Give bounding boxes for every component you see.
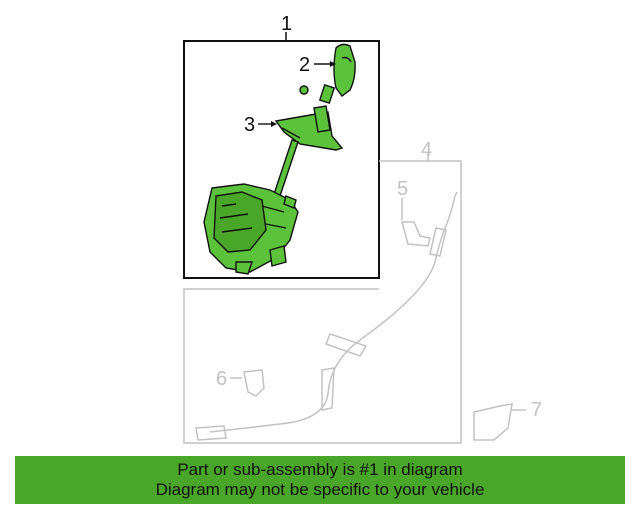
assembly-4-box xyxy=(183,160,462,444)
callout-2-arrowhead xyxy=(330,61,336,67)
banner-line-1: Part or sub-assembly is #1 in diagram xyxy=(177,460,463,479)
shifter-assembly-icon xyxy=(203,139,299,275)
callout-3-label: 3 xyxy=(244,114,255,136)
shift-knob-icon xyxy=(299,43,356,105)
callout-3-arrowhead xyxy=(271,121,277,127)
callout-5-label: 5 xyxy=(397,178,408,200)
callout-1-label: 1 xyxy=(281,13,292,35)
assembly-1-box xyxy=(183,40,380,279)
callout-6-label: 6 xyxy=(216,368,227,390)
ghost-parts xyxy=(183,152,526,444)
callout-2-label: 2 xyxy=(299,54,310,76)
callout-4-label: 4 xyxy=(421,139,432,161)
banner-line-2: Diagram may not be specific to your vehi… xyxy=(155,480,485,499)
shift-boot-icon xyxy=(274,105,344,151)
notice-banner: Part or sub-assembly is #1 in diagram Di… xyxy=(15,456,625,504)
callout-7-label: 7 xyxy=(531,399,542,421)
parts-diagram: 1 2 3 xyxy=(183,13,542,444)
